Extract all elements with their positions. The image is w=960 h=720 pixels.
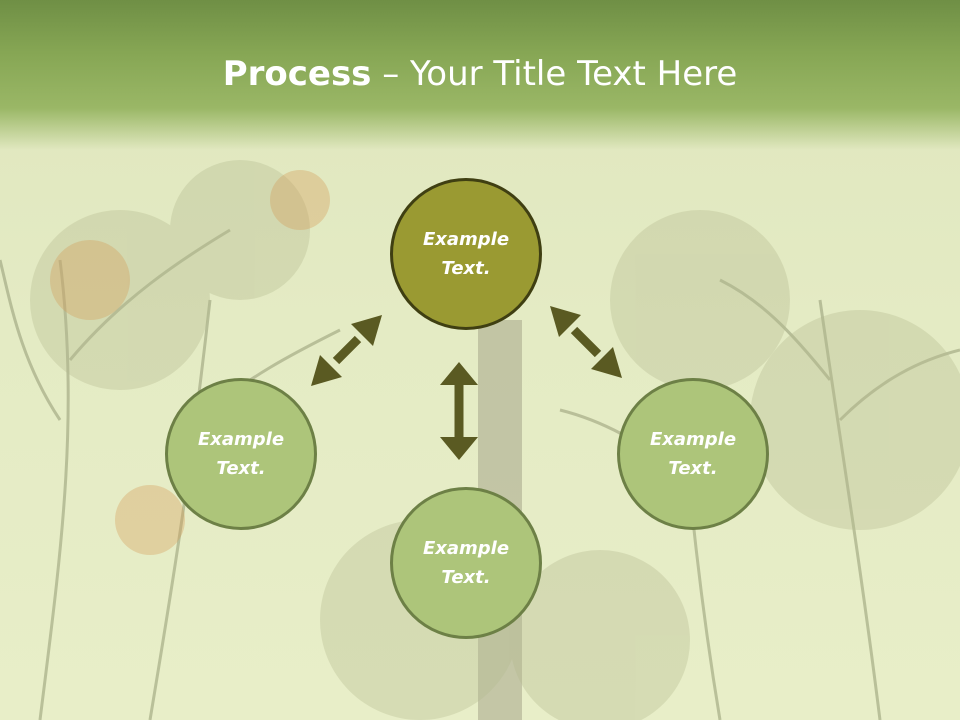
central-circle: Example Text. [390,178,542,330]
arrow-top-left [311,315,382,386]
slide-title: Process – Your Title Text Here [0,52,960,96]
title-bold: Process [222,54,372,94]
central-circle-text: Example Text. [422,229,510,279]
left-circle: Example Text. [165,378,317,530]
left-circle-text: Example Text. [197,429,285,479]
title-bar: Process – Your Title Text Here [0,0,960,150]
title-rest: – Your Title Text Here [371,54,738,94]
arrow-vertical [440,362,478,460]
bottom-circle-text: Example Text. [422,538,510,588]
right-circle-text: Example Text. [649,429,737,479]
right-circle: Example Text. [617,378,769,530]
arrow-top-right [550,306,622,378]
bottom-circle: Example Text. [390,487,542,639]
